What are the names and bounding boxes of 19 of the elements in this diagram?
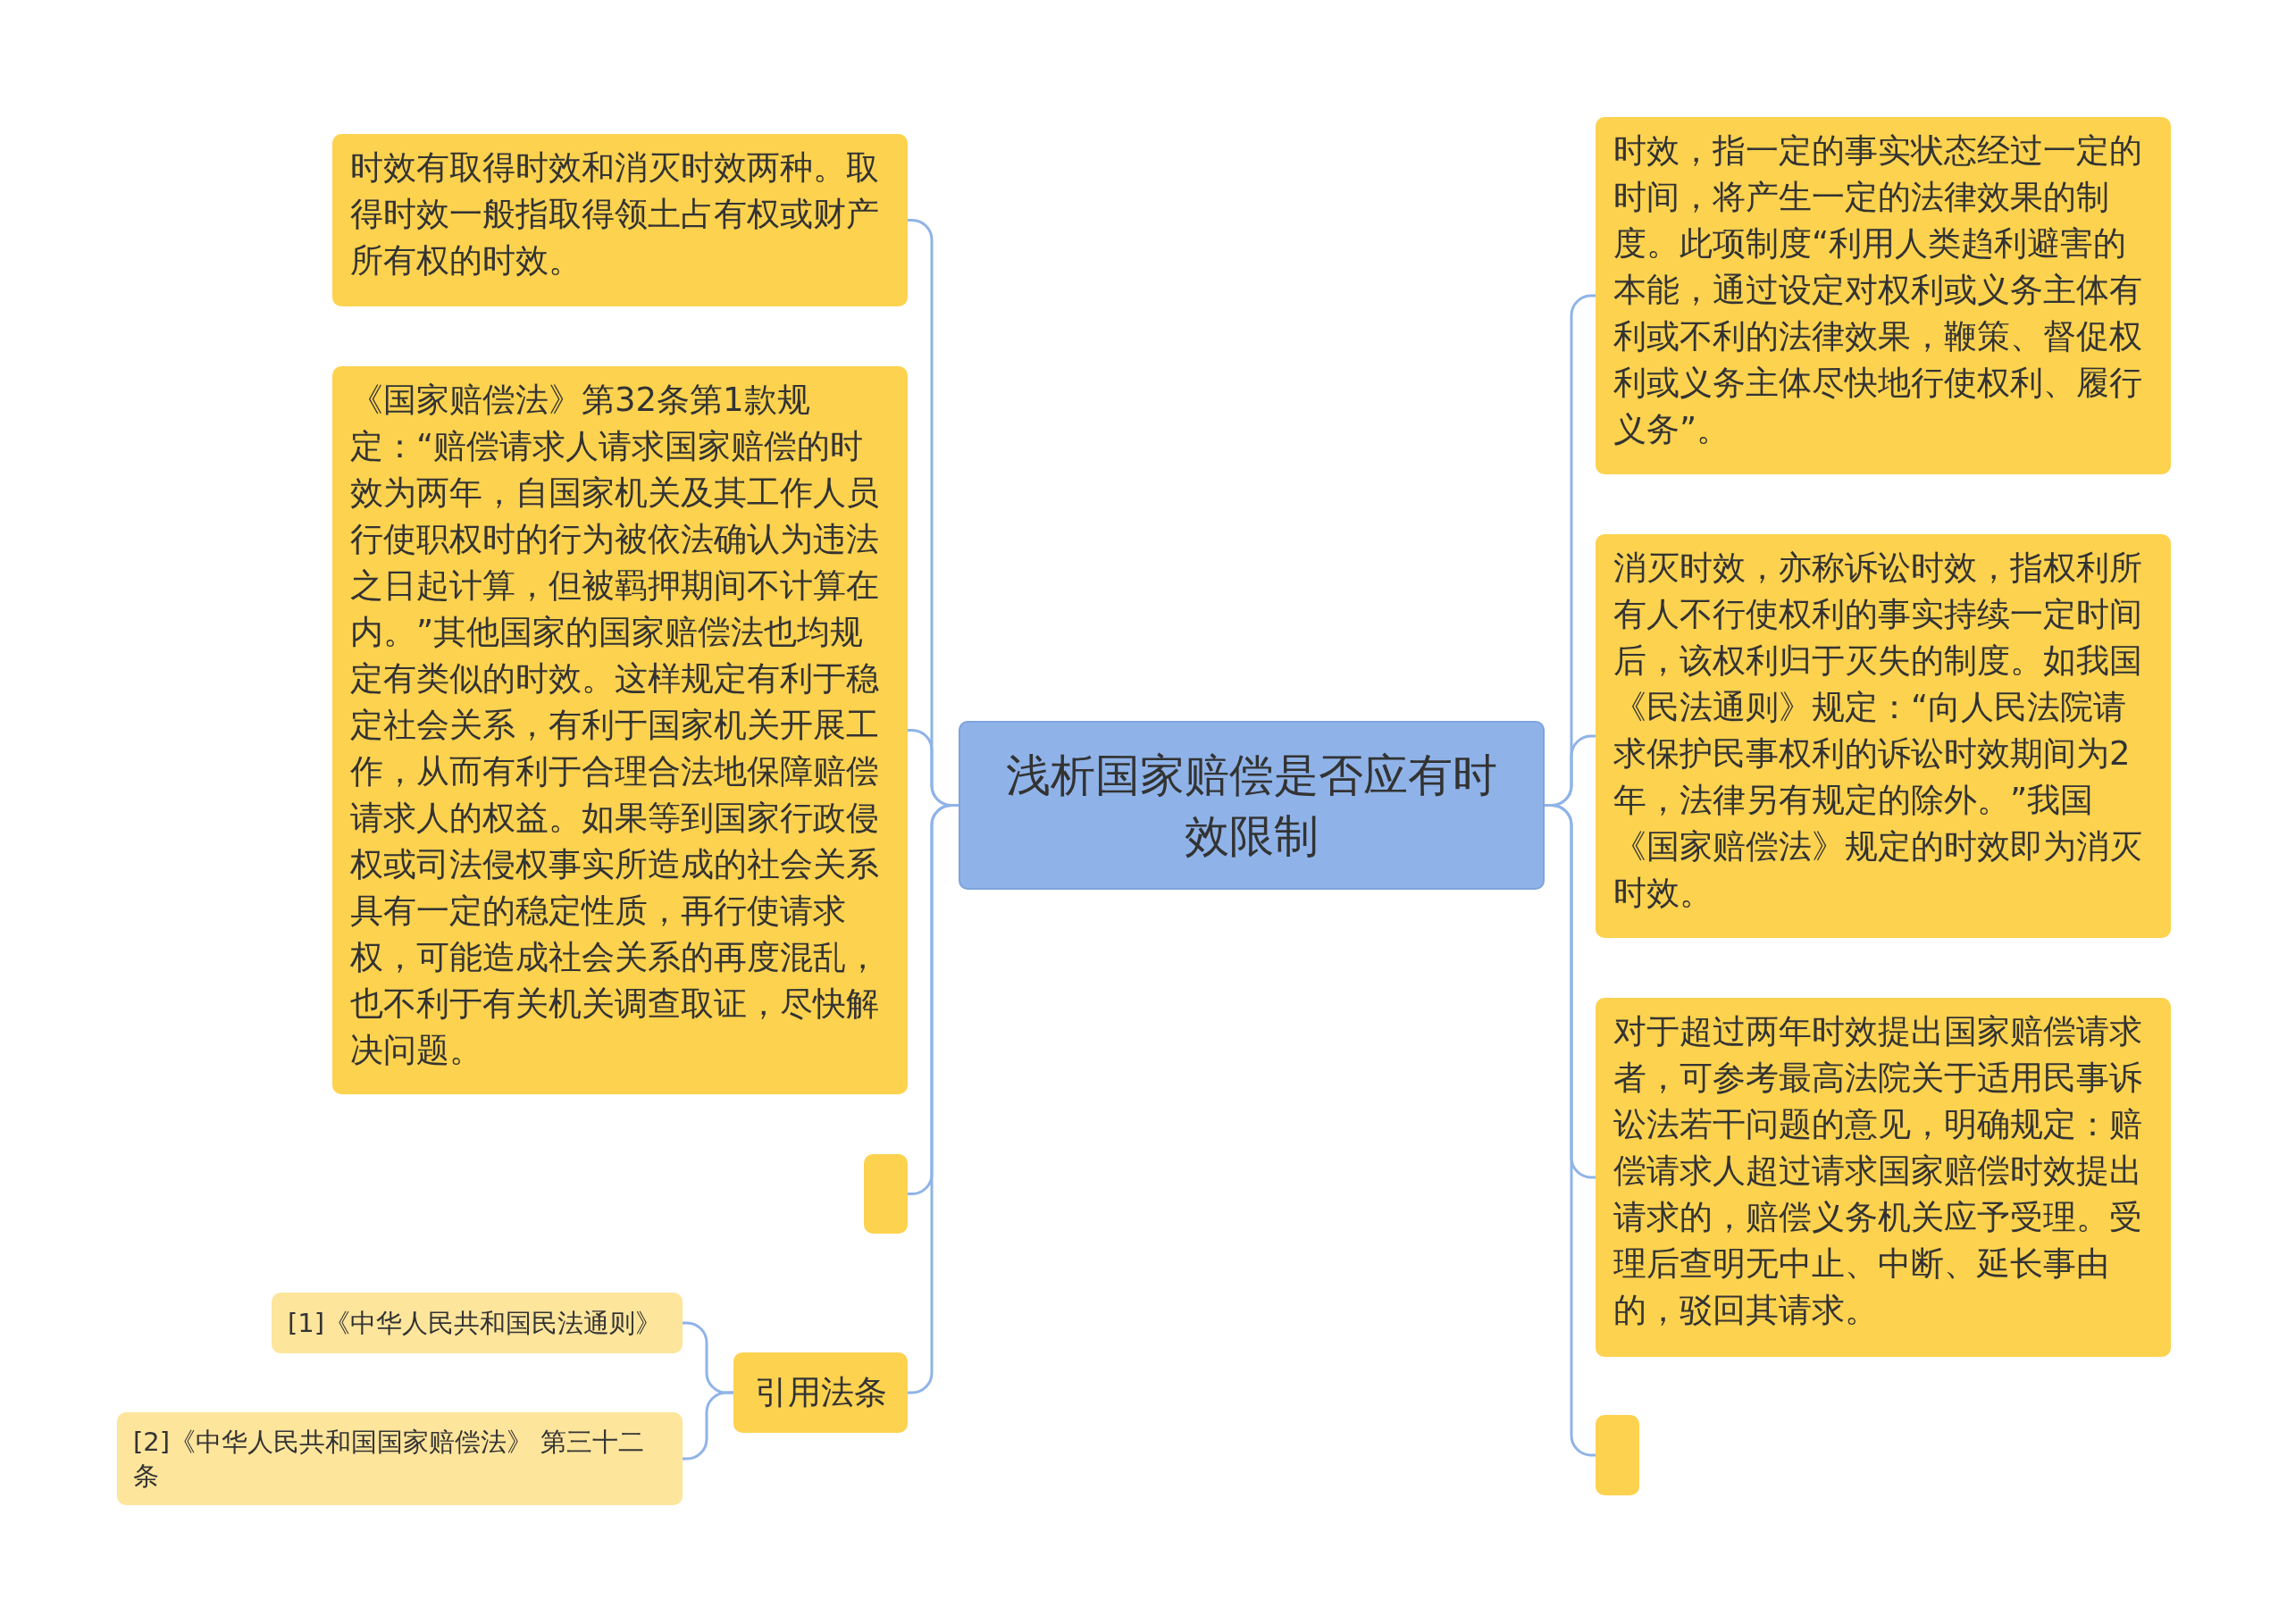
topic-text: [2]《中华人民共和国国家赔偿法》 第三十二条 xyxy=(133,1426,646,1493)
topic-box xyxy=(117,1412,683,1505)
topic-text: 浅析国家赔偿是否应有时效限制 xyxy=(1005,748,1498,864)
topic-text: 对于超过两年时效提出国家赔偿请求者，可参考最高法院关于适用民事诉讼法若干问题的意见，明确规定：赔偿请求人超过请求国家赔偿时效提出请求的，赔偿义务机关应予受理。受理后查明无中止、中断、延长事由的，驳回其请求。 xyxy=(1613,1011,2143,1331)
topic-box xyxy=(272,1293,683,1353)
topic-text: [1]《中华人民共和国民法通则》 xyxy=(288,1307,662,1340)
topic-text: 引用法条 xyxy=(754,1372,887,1413)
topic-box xyxy=(1596,998,2171,1357)
empty-topic-box xyxy=(864,1154,908,1234)
topic-box xyxy=(332,134,908,306)
topic-text: 时效有取得时效和消灭时效两种。取得时效一般指取得领土占有权或财产所有权的时效。 xyxy=(350,147,880,281)
topic-box xyxy=(1596,117,2171,474)
topic-box xyxy=(733,1352,908,1433)
topic-box xyxy=(1596,534,2171,938)
topic-text: 时效，指一定的事实状态经过一定的时间，将产生一定的法律效果的制度。此项制度“利用人类趋利避害的本能，通过设定对权利或义务主体有利或不利的法律效果，鞭策、督促权利或义务主体尽快地行使权利、履行义务”。 xyxy=(1613,130,2143,450)
topic-text: 消灭时效，亦称诉讼时效，指权利所有人不行使权利的事实持续一定时间后，该权利归于灭失的制度。如我国《民法通则》规定：“向人民法院请求保护民事权利的诉讼时效期间为2年，法律另有规定的除外。”我国《国家赔偿法》规定的时效即为消灭时效。 xyxy=(1613,548,2143,914)
empty-topic-box xyxy=(1596,1415,1639,1495)
central-topic-box xyxy=(959,721,1545,890)
topic-text: 《国家赔偿法》第32条第1款规定：“赔偿请求人请求国家赔偿的时效为两年，自国家机关及其工作人员行使职权时的行为被依法确认为违法之日起计算，但被羁押期间不计算在内。”其他国家的国家赔偿法也均规定有类似的时效。这样规定有利于稳定社会关系，有利于国家机关开展工作，从而有利于合理合法地保障赔偿请求人的权益。如果等到国家行政侵权或司法侵权事实所造成的社会关系具有一定的稳定性质，再行使请求权，可能造成社会关系的再度混乱，也不利于有关机关调查取证，尽快解决问题。 xyxy=(350,380,880,1071)
